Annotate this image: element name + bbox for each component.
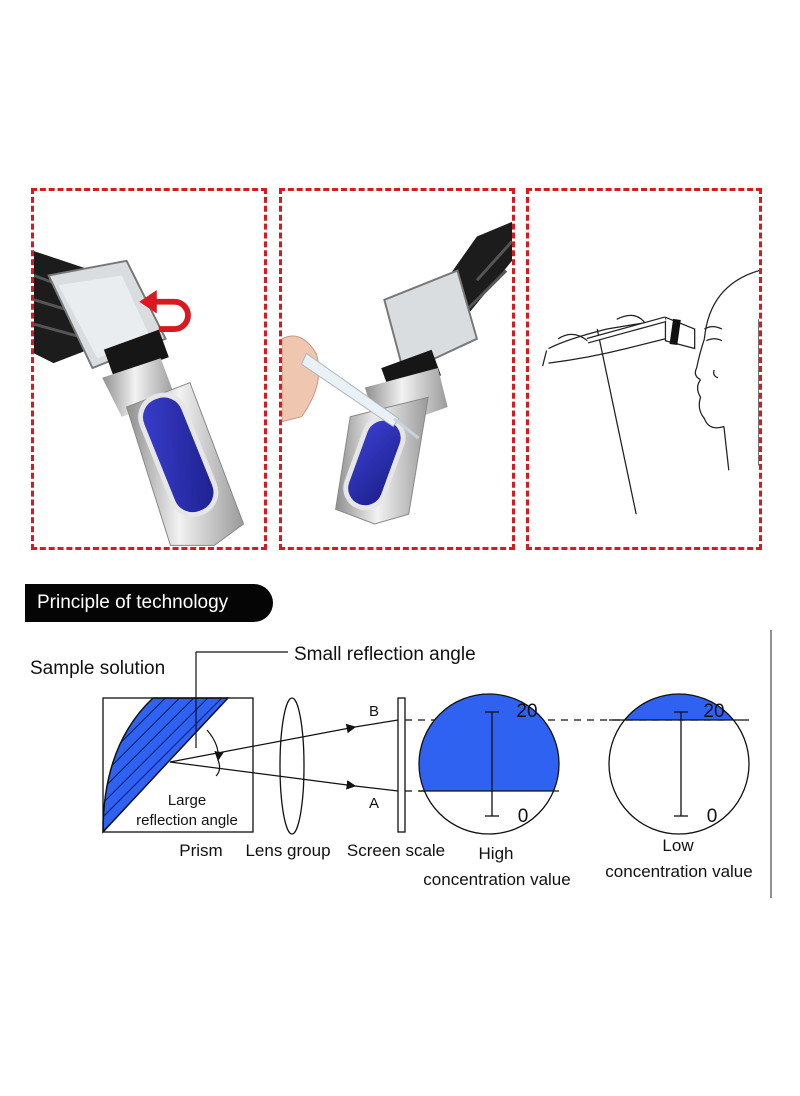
step-2-panel — [279, 188, 515, 550]
prism — [102, 697, 254, 834]
lens — [279, 697, 305, 835]
label-prism: Prism — [179, 841, 222, 860]
label-point-b: B — [369, 703, 379, 720]
section-title: Principle of technology — [25, 584, 273, 622]
high-scale-bottom: 0 — [518, 806, 529, 827]
label-small-reflection-angle: Small reflection angle — [294, 644, 476, 665]
label-sample-solution: Sample solution — [30, 658, 165, 679]
high-scale-top: 20 — [516, 701, 537, 722]
high-concentration-view — [418, 693, 560, 835]
label-large-line2: reflection angle — [136, 812, 238, 829]
label-point-a: A — [369, 795, 379, 812]
label-low-line1: Low — [662, 836, 694, 855]
step-3-panel — [526, 188, 762, 550]
eye-viewing-icon — [542, 269, 759, 515]
pipette-icon — [282, 335, 420, 440]
label-low-line2: concentration value — [605, 862, 752, 881]
label-lens-group: Lens group — [245, 841, 330, 860]
refractometer-open-cover-image — [34, 251, 245, 546]
low-scale-bottom: 0 — [707, 806, 718, 827]
label-large-line1: Large — [168, 792, 206, 809]
low-concentration-view — [608, 693, 750, 835]
label-high-line2: concentration value — [423, 870, 570, 889]
label-high-line1: High — [479, 844, 514, 863]
light-rays — [169, 719, 399, 792]
principle-diagram: Sample solution Small reflection angle L… — [30, 630, 772, 898]
label-screen-scale: Screen scale — [347, 841, 445, 860]
step-1-panel — [31, 188, 267, 550]
rotate-arrow-icon — [139, 290, 191, 332]
low-scale-top: 20 — [703, 701, 724, 722]
screen — [397, 697, 406, 833]
